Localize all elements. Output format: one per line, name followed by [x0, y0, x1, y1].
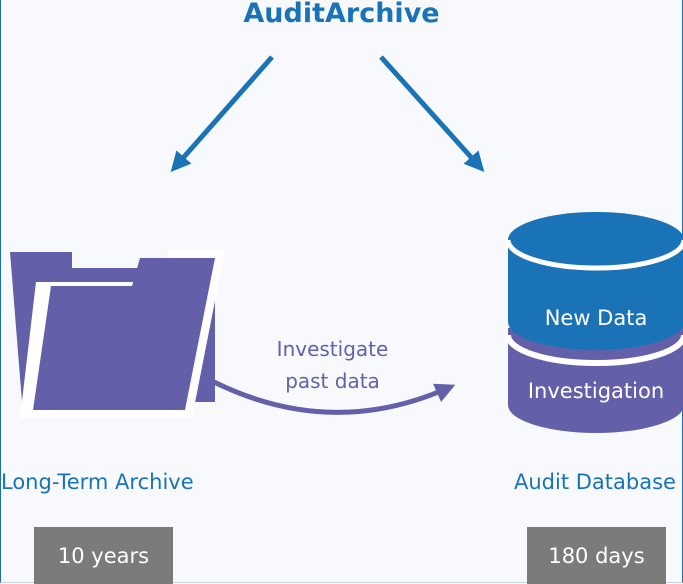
investigate-arrow	[210, 378, 456, 415]
archive-retention-text: 10 years	[57, 543, 150, 568]
database-new-data-label: New Data	[544, 306, 648, 330]
diagram-title: AuditArchive	[243, 0, 440, 29]
database-retention-badge: 180 days	[527, 527, 666, 584]
database-icon	[505, 212, 683, 433]
database-retention-text: 180 days	[548, 543, 645, 568]
flow-label-line2: past data	[285, 369, 380, 393]
database-label: Audit Database	[514, 470, 676, 494]
arrow-to-archive	[170, 55, 274, 173]
arrow-to-database	[379, 55, 485, 172]
database-investigation-label: Investigation	[527, 379, 665, 403]
folder-icon	[10, 250, 225, 418]
flow-label-line1: Investigate	[276, 337, 389, 361]
archive-label: Long-Term Archive	[1, 470, 194, 494]
archive-retention-badge: 10 years	[34, 527, 173, 584]
